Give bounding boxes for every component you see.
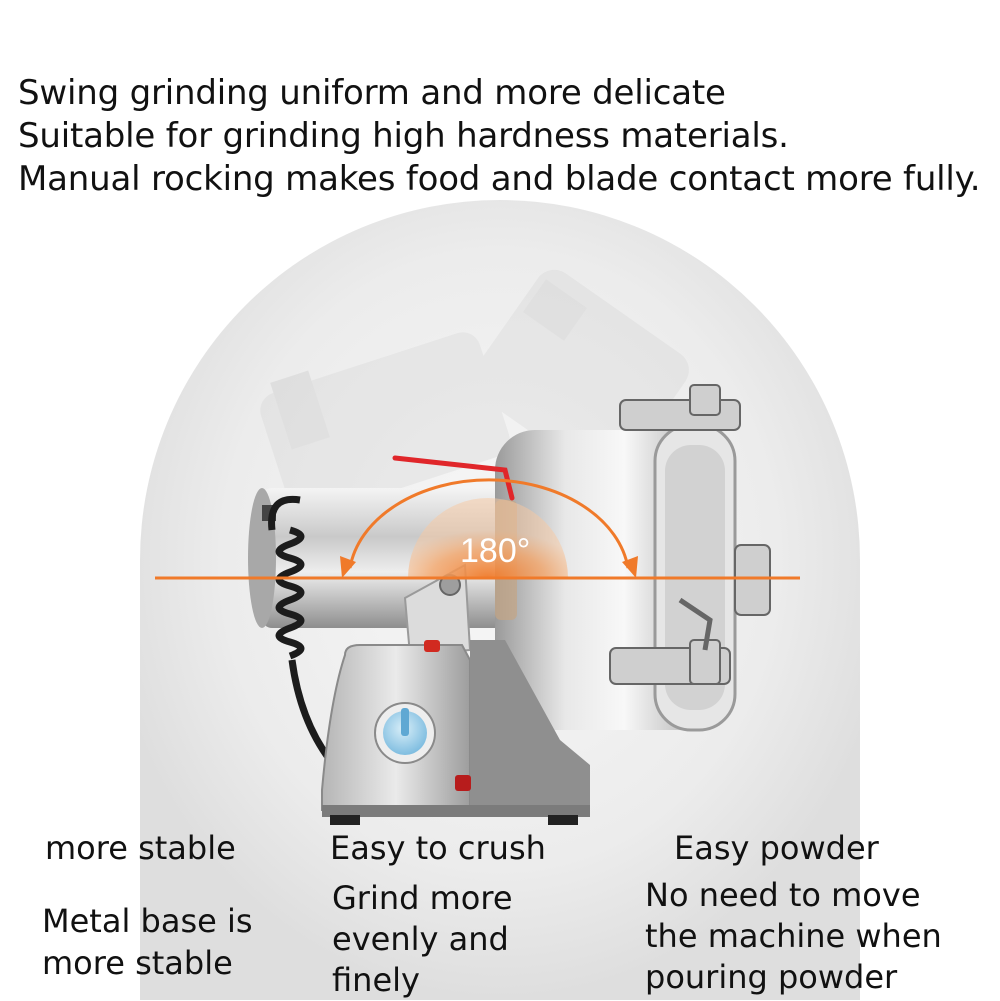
feature-crush-line-1: Grind more — [332, 879, 513, 917]
angle-fill — [408, 498, 568, 578]
arc-arrow-right — [622, 556, 638, 578]
feature-crush-line-3: finely — [332, 961, 420, 999]
headline: Swing grinding uniform and more delicate… — [18, 72, 993, 201]
feature-stable-line-2: more stable — [42, 944, 233, 982]
feature-powder-line-3: pouring powder — [645, 958, 898, 996]
headline-line-3: Manual rocking makes food and blade cont… — [18, 159, 981, 199]
feature-powder-description: No need to move the machine when pouring… — [645, 875, 942, 998]
swing-angle-indicator — [155, 478, 800, 580]
feature-powder-title: Easy powder — [674, 829, 879, 867]
feature-crush-description: Grind more evenly and finely — [332, 878, 513, 1001]
lid-clamps — [609, 384, 771, 685]
headline-line-2: Suitable for grinding high hardness mate… — [18, 116, 789, 156]
power-cord — [268, 495, 333, 763]
feature-powder-line-1: No need to move — [645, 876, 921, 914]
feature-crush-title: Easy to crush — [330, 829, 546, 867]
red-handle — [392, 455, 515, 501]
feature-crush-line-2: evenly and — [332, 920, 509, 958]
swing-arc — [348, 478, 630, 569]
feature-stable-title: more stable — [45, 829, 236, 867]
feature-powder-line-2: the machine when — [645, 917, 942, 955]
arc-arrow-left — [340, 556, 356, 578]
headline-line-1: Swing grinding uniform and more delicate — [18, 73, 726, 113]
feature-stable-description: Metal base is more stable — [42, 900, 253, 984]
timer-knob — [374, 702, 436, 764]
angle-label: 180° — [460, 532, 531, 570]
feature-stable-line-1: Metal base is — [42, 902, 253, 940]
